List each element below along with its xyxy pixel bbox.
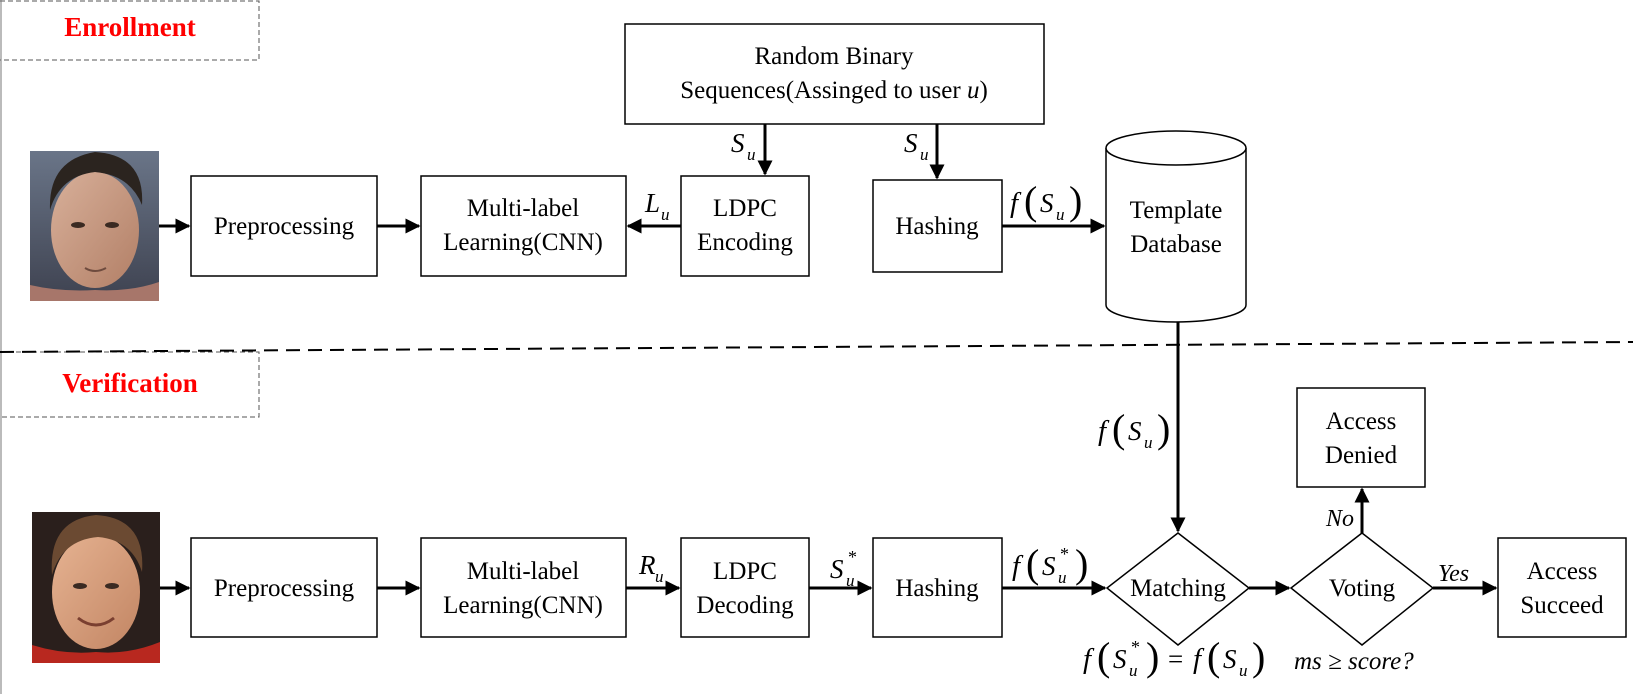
svg-text:u: u xyxy=(1239,661,1248,680)
verify-preprocessing-box: Preprocessing xyxy=(190,537,378,638)
section-separator xyxy=(0,341,1633,353)
svg-text:S: S xyxy=(1113,644,1127,674)
svg-text:R: R xyxy=(638,550,656,580)
rbs-label-1: Random Binary xyxy=(754,43,914,70)
svg-text:S: S xyxy=(731,128,745,158)
enroll-mll-label-2: Learning(CNN) xyxy=(443,229,603,256)
svg-text:f: f xyxy=(1193,643,1205,675)
svg-text:=: = xyxy=(1168,644,1183,674)
enrollment-section-label: Enrollment xyxy=(0,0,260,61)
verification-section-label: Verification xyxy=(0,351,260,418)
svg-text:u: u xyxy=(1056,205,1065,224)
ldpc-encoding-label-2: Encoding xyxy=(697,229,793,256)
verify-hashing-label: Hashing xyxy=(895,575,979,602)
svg-text:*: * xyxy=(1131,637,1140,657)
access-denied-label-2: Denied xyxy=(1325,442,1398,469)
ldpc-decoding-label-2: Decoding xyxy=(696,592,794,619)
label-f-su-db: f ( S u ) xyxy=(1098,406,1170,452)
enrollment-title: Enrollment xyxy=(64,12,196,42)
svg-text:u: u xyxy=(1129,661,1138,680)
svg-text:): ) xyxy=(1069,178,1082,223)
verify-mll-box: Multi-label Learning(CNN) xyxy=(420,537,627,638)
label-f-su-star: f ( S u * ) xyxy=(1012,541,1088,587)
svg-text:): ) xyxy=(1146,634,1159,679)
enroll-hashing-box: Hashing xyxy=(872,179,1003,273)
enroll-preprocessing-box: Preprocessing xyxy=(190,175,378,277)
svg-text:u: u xyxy=(846,571,855,590)
enroll-face-photo xyxy=(30,151,159,301)
label-f-su-enroll: f ( S u ) xyxy=(1010,178,1082,224)
label-ru: R u xyxy=(638,550,664,586)
matching-label: Matching xyxy=(1130,575,1226,602)
svg-text:(: ( xyxy=(1097,634,1110,679)
svg-text:f: f xyxy=(1010,187,1022,219)
svg-text:L: L xyxy=(644,188,660,218)
verify-mll-label-1: Multi-label xyxy=(467,558,580,585)
verify-preprocessing-label: Preprocessing xyxy=(214,575,355,602)
svg-text:): ) xyxy=(1075,541,1088,586)
voting-condition: ms ≥ score? xyxy=(1294,648,1414,675)
enroll-preprocessing-label: Preprocessing xyxy=(214,213,355,240)
access-succeed-label-2: Succeed xyxy=(1520,592,1604,619)
svg-text:u: u xyxy=(655,567,664,586)
label-su-ldpc: S u xyxy=(731,128,756,164)
svg-text:S: S xyxy=(830,554,844,584)
database-label-2: Database xyxy=(1130,231,1222,258)
ldpc-decoding-box: LDPC Decoding xyxy=(680,537,810,638)
svg-text:(: ( xyxy=(1207,634,1220,679)
enroll-mll-label-1: Multi-label xyxy=(467,195,580,222)
random-binary-sequences-box: Random Binary Sequences(Assinged to user… xyxy=(624,23,1045,125)
label-su-star: S u * xyxy=(830,547,857,590)
svg-text:f: f xyxy=(1098,415,1110,447)
svg-text:S: S xyxy=(1042,551,1056,581)
no-label: No xyxy=(1325,506,1354,532)
label-su-hashing: S u xyxy=(904,128,929,164)
verify-hashing-box: Hashing xyxy=(872,537,1003,638)
template-database-cylinder: Template Database xyxy=(1105,130,1247,323)
svg-text:*: * xyxy=(1060,544,1069,564)
verify-mll-label-2: Learning(CNN) xyxy=(443,592,603,619)
svg-text:*: * xyxy=(848,547,857,567)
verification-title: Verification xyxy=(62,368,197,398)
ldpc-encoding-label-1: LDPC xyxy=(713,195,777,222)
label-lu: L u xyxy=(644,188,670,224)
yes-label: Yes xyxy=(1438,561,1469,587)
svg-text:): ) xyxy=(1252,634,1265,679)
enroll-mll-box: Multi-label Learning(CNN) xyxy=(420,175,627,277)
svg-text:): ) xyxy=(1157,406,1170,451)
svg-text:f: f xyxy=(1012,550,1024,582)
svg-text:u: u xyxy=(1058,568,1067,587)
svg-text:S: S xyxy=(1040,188,1054,218)
svg-text:u: u xyxy=(661,205,670,224)
access-denied-label-1: Access xyxy=(1326,408,1397,435)
svg-text:(: ( xyxy=(1026,541,1039,586)
svg-text:S: S xyxy=(904,128,918,158)
verify-face-photo xyxy=(32,512,160,663)
voting-diamond: Voting xyxy=(1289,532,1435,646)
rbs-label-2: Sequences(Assinged to user u) xyxy=(680,77,988,104)
database-label-1: Template xyxy=(1130,197,1223,224)
svg-text:(: ( xyxy=(1112,406,1125,451)
access-denied-box: Access Denied xyxy=(1296,387,1426,488)
svg-text:f: f xyxy=(1083,643,1095,675)
svg-text:u: u xyxy=(1144,433,1153,452)
access-succeed-box: Access Succeed xyxy=(1497,537,1627,638)
matching-diamond: Matching xyxy=(1105,532,1251,646)
svg-text:u: u xyxy=(920,145,929,164)
voting-label: Voting xyxy=(1329,575,1396,602)
svg-text:(: ( xyxy=(1024,178,1037,223)
svg-text:u: u xyxy=(747,145,756,164)
ldpc-encoding-box: LDPC Encoding xyxy=(680,175,810,277)
enroll-hashing-label: Hashing xyxy=(895,213,979,240)
access-succeed-label-1: Access xyxy=(1527,558,1598,585)
svg-text:S: S xyxy=(1128,416,1142,446)
matching-condition: f ( S u * ) = f ( S u ) xyxy=(1083,634,1265,680)
ldpc-decoding-label-1: LDPC xyxy=(713,558,777,585)
svg-text:S: S xyxy=(1223,644,1237,674)
